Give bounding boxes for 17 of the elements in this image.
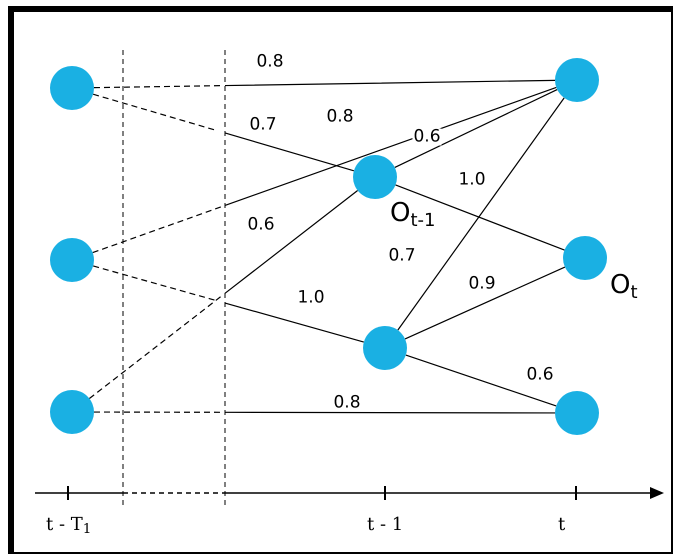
connector-line (89, 190, 358, 399)
edge-label: 0.6 (412, 128, 442, 146)
connector-line (93, 265, 364, 343)
axis-tick-label: t - 1 (367, 516, 404, 534)
axis-tick-label: t (558, 516, 566, 534)
axis-tick-label: t - T$_{1}$ (46, 516, 92, 534)
connector-line (397, 98, 565, 330)
observation-label: O$_{t}$ (610, 272, 638, 298)
connector-line (94, 411, 555, 414)
connector-line (94, 80, 556, 88)
connector-line (406, 354, 556, 407)
connector-line (92, 86, 556, 254)
observation-label: O$_{t-1}$ (390, 200, 436, 226)
connector-line (404, 266, 566, 340)
connector-line (395, 184, 565, 251)
connector-line (92, 94, 354, 172)
connector-line (394, 88, 558, 168)
